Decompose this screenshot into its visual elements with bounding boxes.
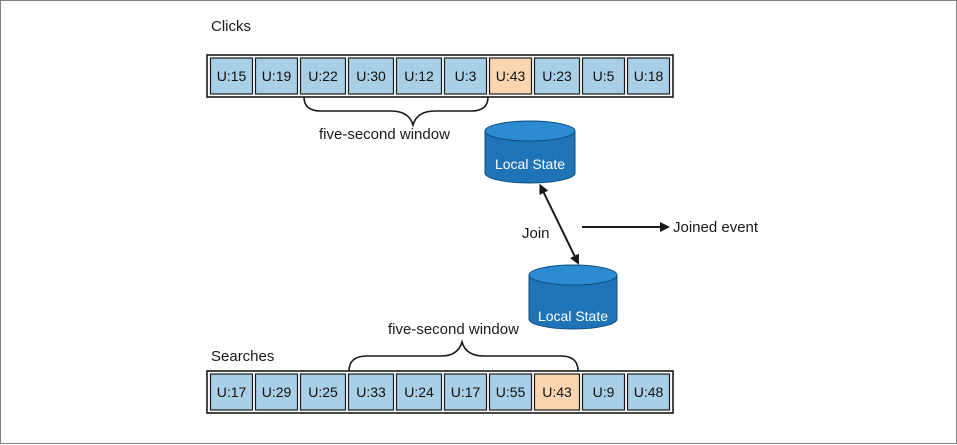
searches-stream: U:17 U:29 U:25 U:33 U:24 U:17 U:55 U:43 U:9 U:48 [206, 370, 674, 414]
searches-cell-label: U:33 [356, 384, 386, 400]
clicks-stream-label: Clicks [211, 18, 251, 35]
clicks-window-label: five-second window [319, 126, 450, 143]
searches-cell [626, 373, 671, 411]
searches-cell [533, 373, 581, 411]
clicks-cell [443, 57, 488, 95]
searches-cell-label: U:9 [593, 384, 615, 400]
clicks-cell-label: U:12 [404, 68, 434, 84]
clicks-cell-label: U:18 [634, 68, 664, 84]
searches-cell-label: U:17 [217, 384, 247, 400]
searches-window-label: five-second window [388, 321, 519, 338]
clicks-cell-label: U:19 [262, 68, 292, 84]
local-state-top: Local State [484, 120, 576, 184]
clicks-cell-label: U:3 [455, 68, 477, 84]
clicks-cell [533, 57, 581, 95]
searches-cell-label: U:24 [404, 384, 434, 400]
clicks-cell [488, 57, 533, 95]
searches-cell-label: U:25 [308, 384, 338, 400]
local-state-bottom-label: Local State [538, 308, 608, 324]
clicks-cell-label: U:22 [308, 68, 338, 84]
local-state-top-label: Local State [495, 156, 565, 172]
searches-window-brace [348, 339, 579, 372]
searches-cell-label: U:55 [496, 384, 526, 400]
searches-cell [443, 373, 488, 411]
searches-cell [299, 373, 347, 411]
clicks-cell [581, 57, 626, 95]
clicks-cell-label: U:43 [496, 68, 526, 84]
searches-cell-label: U:43 [542, 384, 572, 400]
clicks-cell [347, 57, 395, 95]
searches-cell-label: U:29 [262, 384, 292, 400]
searches-cell [347, 373, 395, 411]
clicks-cell [254, 57, 299, 95]
clicks-cell-label: U:15 [217, 68, 247, 84]
clicks-cell [209, 57, 254, 95]
join-arrow [539, 183, 579, 265]
clicks-cell-label: U:5 [593, 68, 615, 84]
join-label: Join [522, 225, 550, 242]
searches-cell [581, 373, 626, 411]
searches-stream-label: Searches [211, 348, 274, 365]
clicks-cell-label: U:30 [356, 68, 386, 84]
searches-cell [488, 373, 533, 411]
searches-cell [209, 373, 254, 411]
searches-cell-label: U:17 [451, 384, 481, 400]
searches-cell [395, 373, 443, 411]
clicks-cell [395, 57, 443, 95]
clicks-cell-label: U:23 [542, 68, 572, 84]
clicks-stream: U:15 U:19 U:22 U:30 U:12 U:3 U:43 U:23 U:5 U:18 [206, 54, 674, 98]
clicks-window-brace [303, 96, 489, 128]
clicks-cell [299, 57, 347, 95]
joined-event-label: Joined event [673, 219, 759, 236]
clicks-cell [626, 57, 671, 95]
searches-cell-label: U:48 [634, 384, 664, 400]
local-state-bottom: Local State [528, 264, 618, 330]
searches-cell [254, 373, 299, 411]
